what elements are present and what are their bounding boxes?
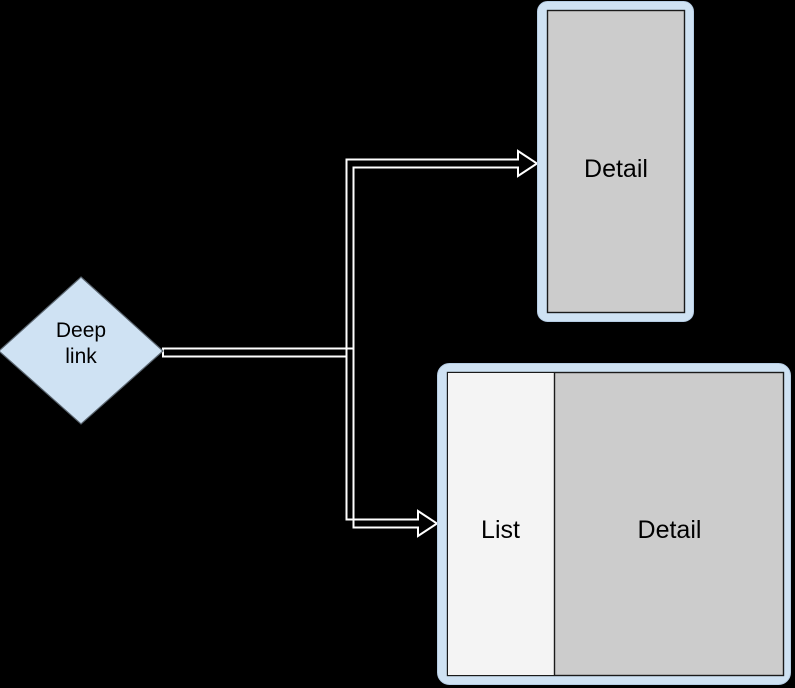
node-deep-link[interactable] bbox=[0, 276, 164, 425]
node-tablet[interactable] bbox=[437, 363, 791, 685]
tablet-list-pane[interactable] bbox=[448, 373, 554, 675]
edge-deeplink-to-tablet bbox=[345, 347, 439, 538]
connector-group bbox=[162, 149, 539, 538]
edge-deeplink-to-phone bbox=[162, 149, 539, 358]
node-phone[interactable] bbox=[537, 1, 694, 322]
phone-screen[interactable] bbox=[546, 9, 686, 314]
deep-link-diamond-shape[interactable] bbox=[0, 276, 164, 425]
